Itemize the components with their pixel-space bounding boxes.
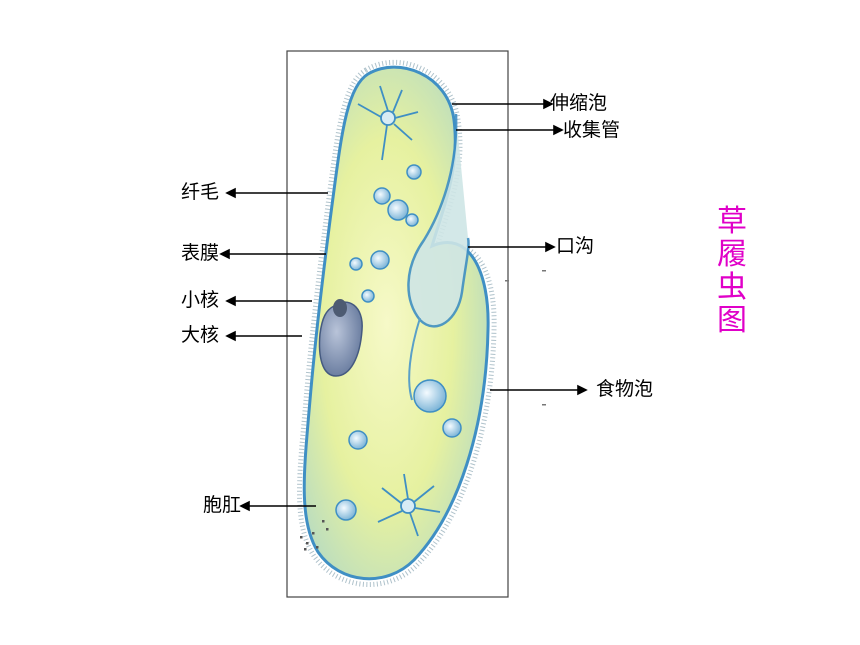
anal-pore-debris (300, 520, 329, 551)
title-char: 履 (717, 237, 747, 272)
title-char: 虫 (717, 270, 747, 305)
macronucleus (318, 301, 363, 377)
contractile-vacuole-top (357, 85, 419, 161)
label-anal-pore: 胞肛 (203, 494, 242, 516)
label-contractile-vacuole: 伸缩泡 (550, 92, 608, 114)
label-food-vacuole: 食物泡 (596, 378, 654, 400)
stray-marks (505, 270, 546, 406)
cilia-fringe (297, 59, 497, 587)
diagram-title: 草 履 虫 图 (714, 205, 750, 337)
label-pellicle: 表膜 (181, 242, 220, 264)
label-collecting-canal: 收集管 (563, 119, 621, 141)
contractile-vacuole-bottom (377, 473, 441, 537)
gullet (408, 317, 421, 401)
title-char: 图 (717, 303, 747, 338)
label-cilia: 纤毛 (181, 181, 220, 203)
oral-groove (407, 113, 470, 328)
label-micronucleus: 小核 (181, 289, 220, 311)
title-char: 草 (717, 204, 747, 239)
food-vacuoles (335, 164, 462, 521)
image-frame (286, 50, 509, 598)
label-macronucleus: 大核 (181, 324, 220, 346)
label-arrows (219, 98, 588, 512)
label-oral-groove: 口沟 (556, 235, 595, 257)
micronucleus (333, 299, 347, 317)
